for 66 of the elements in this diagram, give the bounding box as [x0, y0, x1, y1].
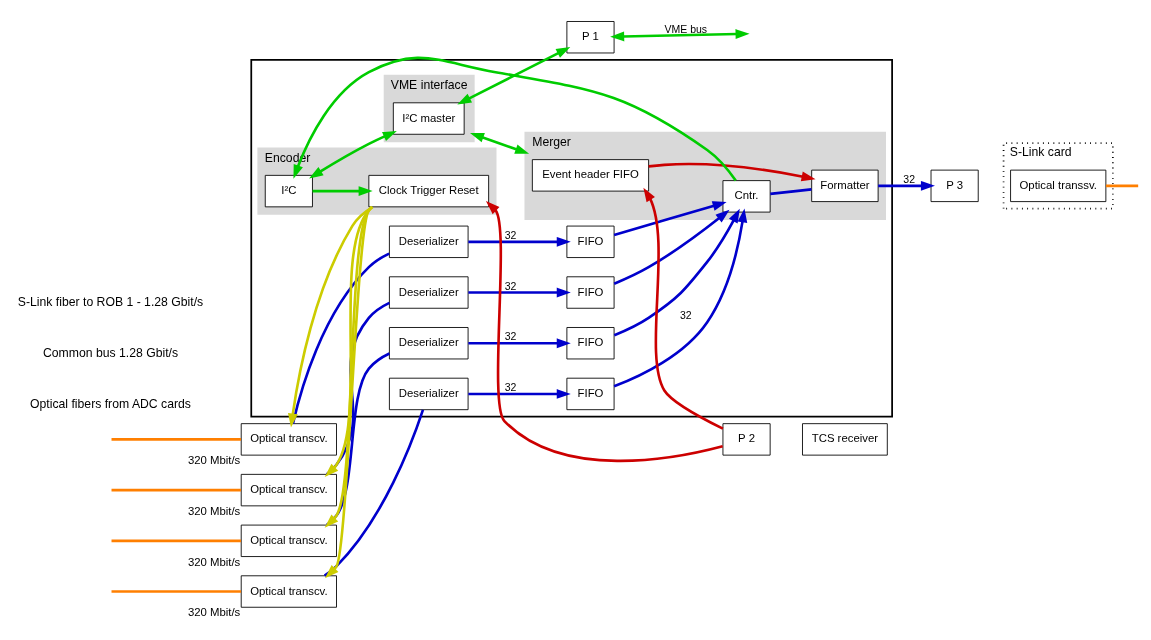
arrow: [648, 162, 816, 181]
label: S-Link fiber to ROB 1 - 1.28 Gbit/s: [17, 294, 204, 309]
edge-label: 32: [504, 229, 517, 241]
node-label: 320 Mbit/s: [187, 504, 241, 517]
node-box: Deserializer: [388, 275, 469, 309]
node-box: TCS receiver: [802, 422, 888, 456]
node-box: Optical transcv.: [240, 574, 337, 608]
connector: [323, 408, 425, 577]
arrow: [468, 236, 571, 247]
arrow: [457, 46, 571, 104]
arrow: [468, 287, 571, 297]
node-box: I²C master: [392, 101, 465, 135]
connector: [1106, 184, 1139, 187]
node-label: 320 Mbit/s: [187, 453, 241, 466]
connector: [291, 251, 390, 424]
node-label: 320 Mbit/s: [187, 555, 241, 568]
node-box: P 1: [566, 20, 615, 53]
arrow: [485, 200, 723, 462]
arrow: [324, 205, 374, 477]
label: Optical fibers from ADC cards: [30, 396, 191, 411]
connector: [770, 187, 812, 195]
arrow: [613, 200, 727, 236]
node-box: FIFO: [566, 326, 615, 359]
arrow: [293, 56, 737, 181]
connector: [325, 351, 390, 526]
node-box: Optical transsv.: [1010, 169, 1107, 202]
edge-label: 32: [504, 381, 517, 393]
node-box: P 3: [930, 169, 979, 202]
arrow: [613, 207, 748, 388]
node-box: P 2: [722, 422, 771, 456]
node-box: Deserializer: [388, 225, 469, 258]
node-box: I²C: [264, 174, 313, 207]
connector: [111, 437, 241, 441]
node-box: Deserializer: [388, 377, 469, 410]
arrow: [643, 187, 724, 430]
node-box: Optical transcv.: [240, 422, 337, 456]
edge-label: 32: [504, 330, 517, 342]
arrow: [613, 209, 730, 285]
connector: [111, 488, 241, 491]
node-box: Cntr.: [722, 179, 771, 213]
node-box: Optical transcv.: [240, 524, 337, 557]
edge-label: 32: [679, 309, 692, 321]
node-box: FIFO: [566, 377, 615, 410]
node-box: Optical transcv.: [240, 473, 337, 506]
arrow: [468, 337, 571, 348]
node-box: FIFO: [566, 225, 615, 258]
edge-label: 32: [504, 280, 517, 292]
node-box: Clock Trigger Reset: [368, 174, 490, 207]
connector: [111, 589, 241, 593]
arrow: [309, 130, 397, 179]
arrow: [613, 208, 740, 336]
arrow: [878, 180, 935, 191]
node-label: 320 Mbit/s: [187, 605, 241, 618]
connector: [111, 539, 241, 542]
arrow: [610, 28, 750, 41]
edge-label: 32: [903, 173, 915, 185]
node-box: FIFO: [566, 275, 615, 309]
arrow: [288, 205, 374, 427]
label: Common bus 1.28 Gbit/s: [42, 345, 179, 360]
node-box: Formatter: [811, 169, 879, 202]
arrow: [468, 388, 571, 399]
edge-label: VME bus: [664, 23, 708, 35]
arrow: [470, 132, 530, 154]
node-box: Event header FIFO: [531, 158, 650, 192]
node-box: Deserializer: [388, 326, 469, 359]
arrow: [312, 185, 373, 196]
